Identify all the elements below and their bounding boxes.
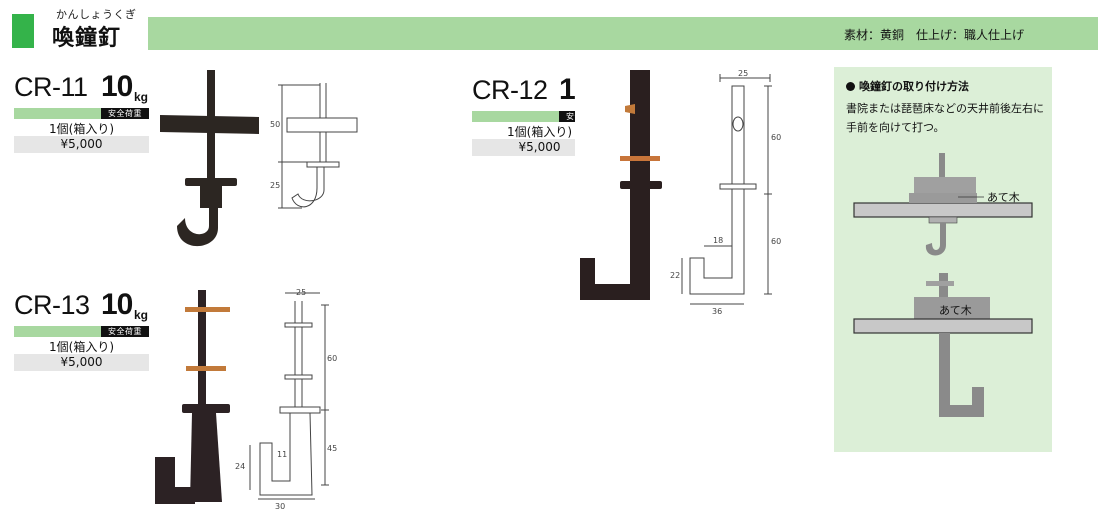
cr-13-photo: [150, 282, 250, 512]
load-label: 安全荷重: [101, 326, 149, 337]
material-info: 素材：黄銅 仕上げ：職人仕上げ: [843, 28, 1024, 42]
page-title: 喚鐘釘: [52, 26, 122, 51]
cr-12-drawing: 25 60 60 18 22 36: [670, 69, 781, 316]
header-band: [148, 17, 1098, 50]
quantity: 1個(箱入り): [49, 122, 114, 136]
cr-12-photo: [575, 66, 675, 306]
header-accent-square: [12, 14, 34, 48]
product-code: CR-11: [14, 72, 88, 102]
dim-label: 45: [327, 444, 337, 453]
dim-label: 18: [713, 236, 723, 245]
dim-label: 36: [712, 307, 722, 316]
installation-panel: 喚鐘釘の取り付け方法 書院または琵琶床などの天井前後左右に手前を向けて打つ。 あ…: [834, 67, 1052, 452]
load-value: 10: [101, 70, 133, 103]
panel-title-text: 喚鐘釘の取り付け方法: [859, 80, 969, 93]
dim-label: 25: [738, 69, 748, 78]
product-code: CR-12: [472, 75, 548, 105]
load-unit: kg: [134, 308, 149, 322]
dim-label: 30: [275, 502, 285, 511]
dim-label: 60: [771, 237, 781, 246]
dim-label: 24: [235, 462, 245, 471]
price: ¥5,000: [14, 136, 149, 153]
dim-label: 25: [296, 288, 306, 297]
cr-11-drawing: 50 25: [270, 83, 358, 209]
product-code: CR-13: [14, 290, 90, 320]
quantity: 1個(箱入り): [49, 340, 114, 354]
dim-label: 11: [277, 450, 287, 459]
quantity: 1個(箱入り): [507, 125, 572, 139]
load-value: 10: [101, 288, 133, 321]
load-bar: [472, 111, 559, 122]
dim-label: 25: [270, 181, 280, 190]
title-ruby: かんしょうくぎ: [56, 8, 137, 21]
dim-label: 60: [771, 133, 781, 142]
cr-13-drawing: 25 60 45 11 24 30: [235, 288, 337, 511]
ateki-label-1: あて木: [987, 191, 1020, 204]
price: ¥5,000: [14, 354, 149, 371]
dim-label: 22: [670, 271, 680, 280]
load-bar: [14, 108, 101, 119]
cr-11-photo: [155, 66, 265, 256]
installation-diagram: あて木 あて木: [853, 153, 1033, 417]
panel-instructions: 書院または琵琶床などの天井前後左右に手前を向けて打つ。: [846, 102, 1044, 134]
bullet-icon: [846, 82, 855, 91]
panel-title: 喚鐘釘の取り付け方法: [846, 78, 969, 94]
dim-label: 50: [270, 120, 280, 129]
price: ¥5,000: [472, 139, 607, 156]
ateki-label-2: あて木: [939, 304, 972, 317]
load-bar: [14, 326, 101, 337]
dim-label: 60: [327, 354, 337, 363]
load-unit: kg: [134, 90, 149, 104]
load-label: 安全荷重: [101, 108, 149, 119]
